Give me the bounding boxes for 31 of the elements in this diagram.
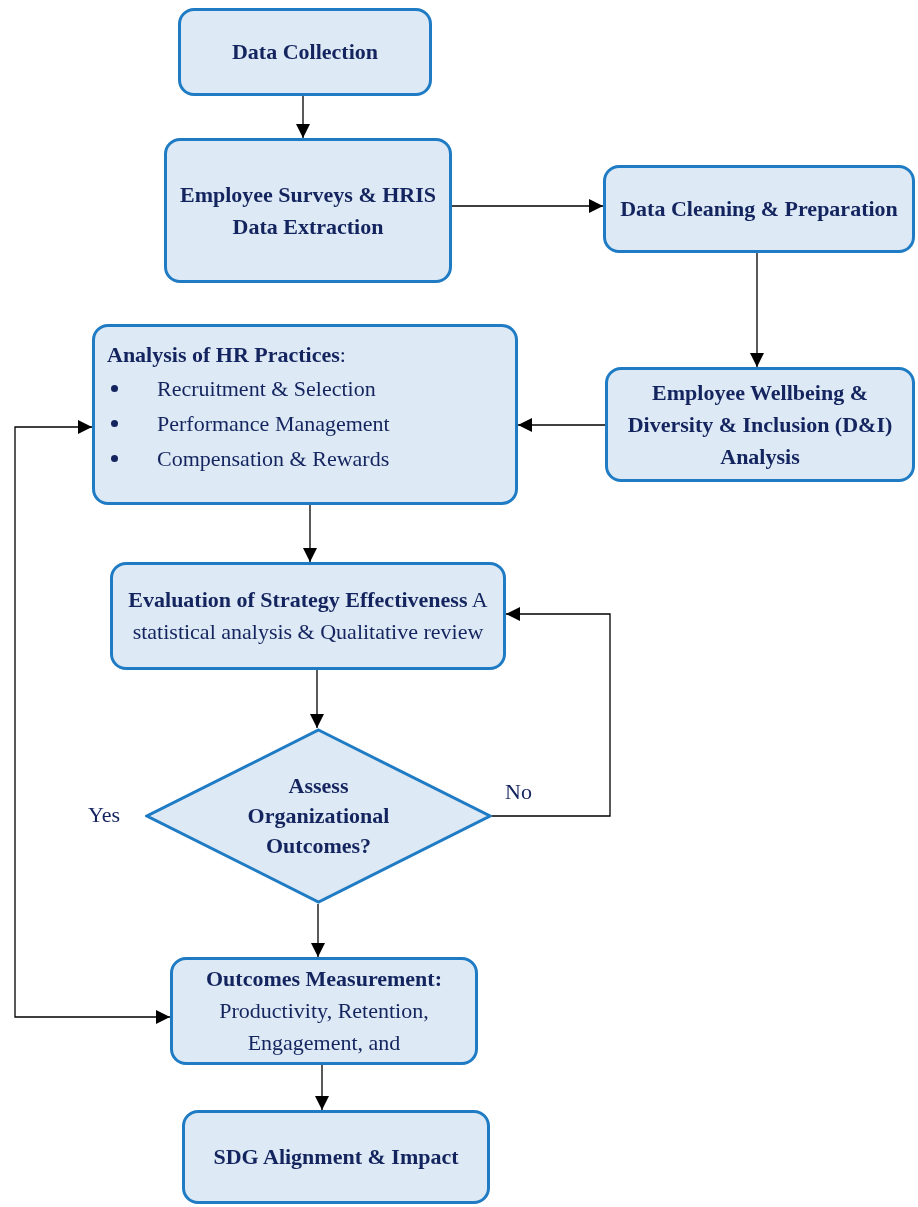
box-text: Data Collection xyxy=(232,38,378,66)
box-heading: Analysis of HR Practices: xyxy=(107,341,346,369)
process-box xyxy=(178,8,432,96)
box-text: Outcomes Measurement: Productivity, Retention, Engagement, and xyxy=(205,965,443,1057)
process-box xyxy=(92,324,518,505)
decision-diamond xyxy=(145,728,492,904)
arrow xyxy=(296,95,310,139)
box-text: Employee Surveys & HRIS Data Extraction xyxy=(178,180,438,241)
process-box xyxy=(605,367,915,482)
list-item: Compensation & Rewards xyxy=(157,441,390,476)
process-box xyxy=(603,165,915,253)
decision-text: Assess Organizational Outcomes? xyxy=(246,772,391,860)
arrow xyxy=(14,420,171,1024)
arrow xyxy=(750,252,764,368)
arrow xyxy=(310,669,324,729)
arrow xyxy=(517,418,606,432)
arrow xyxy=(491,607,611,817)
arrow xyxy=(315,1064,329,1111)
box-text: Employee Wellbeing & Diversity & Inclusion (D&I) Analysis xyxy=(626,378,894,471)
arrow xyxy=(451,199,604,213)
arrow xyxy=(303,504,317,563)
box-text: SDG Alignment & Impact xyxy=(213,1143,459,1171)
process-box xyxy=(182,1110,490,1204)
box-text: Data Cleaning & Preparation xyxy=(620,195,898,223)
list-item: Performance Management xyxy=(157,406,390,441)
process-box xyxy=(164,138,452,283)
process-box xyxy=(110,562,506,670)
process-box xyxy=(170,957,478,1065)
arrow xyxy=(311,903,325,958)
list-item: Recruitment & Selection xyxy=(157,371,376,406)
box-text: Evaluation of Strategy Effectiveness A statistical analysis & Qualitative review xyxy=(127,586,489,646)
